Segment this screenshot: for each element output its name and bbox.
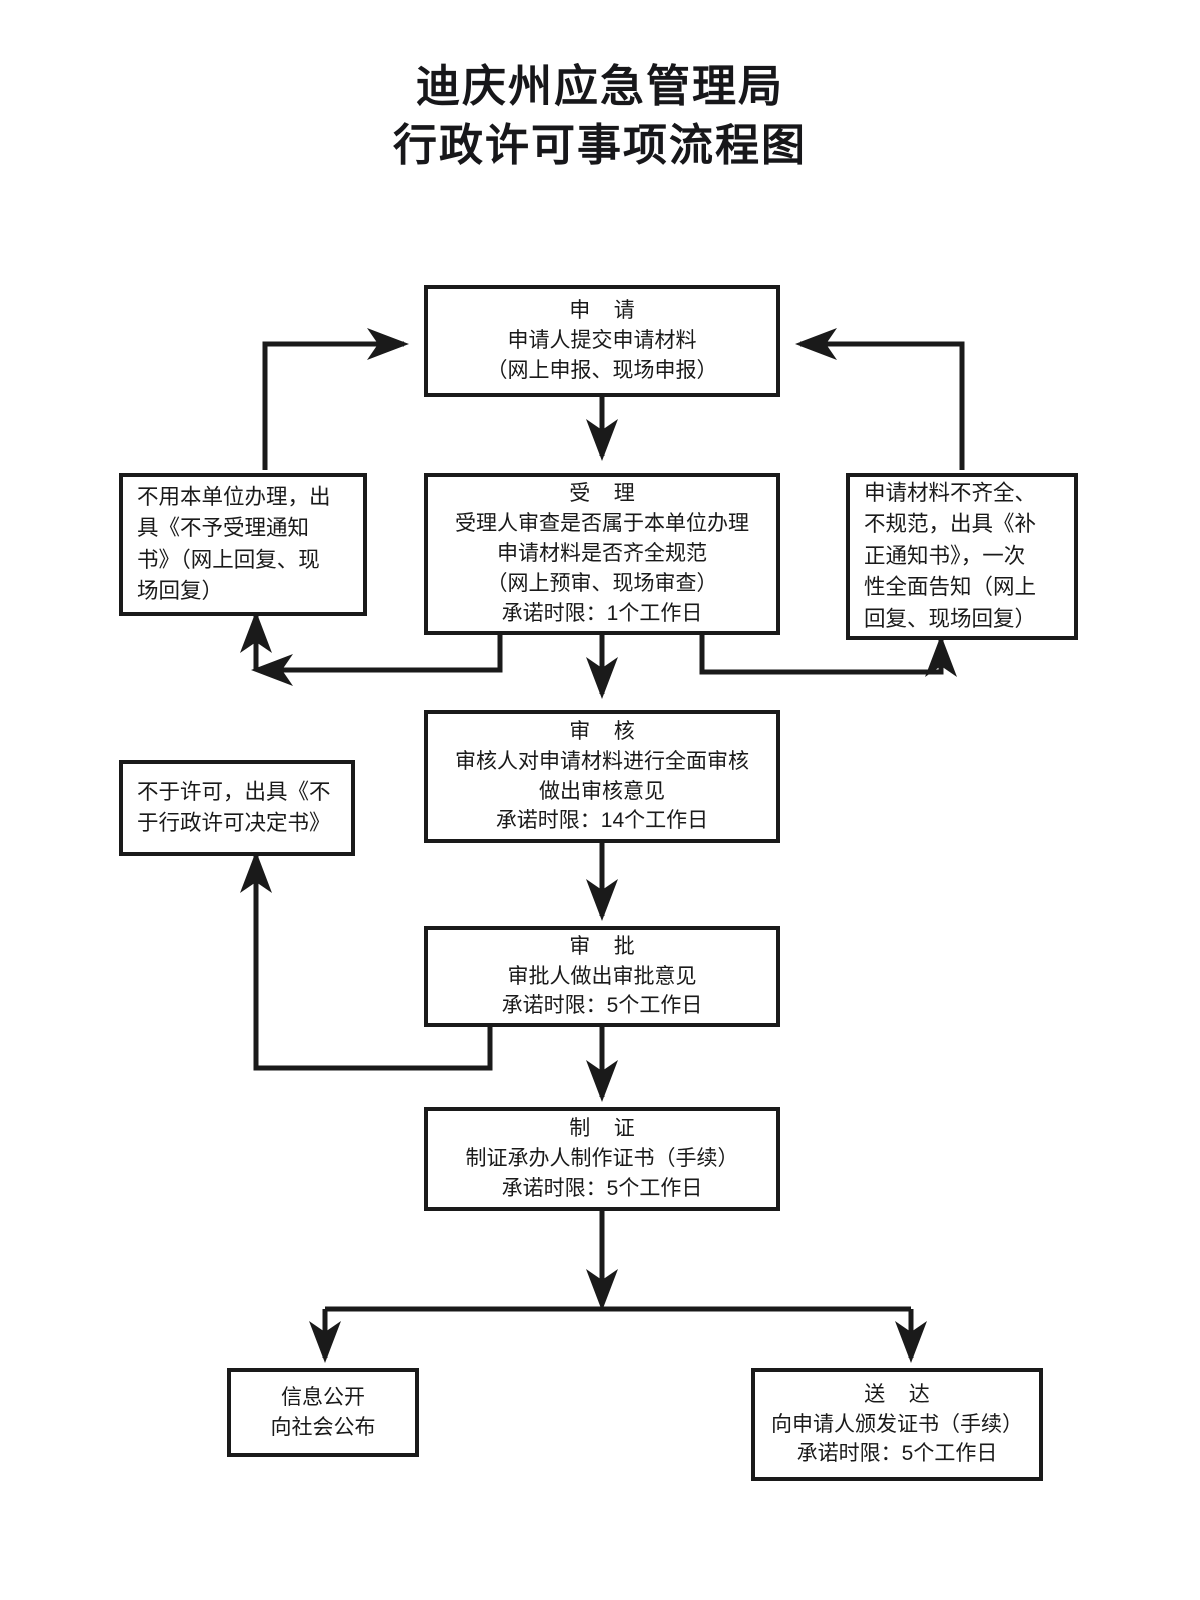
arrowhead-accept [586, 419, 618, 461]
arrowhead-deliver [895, 1321, 927, 1363]
node-certify-line-0: 制 证 [569, 1117, 644, 1141]
arrowhead-certify [586, 1060, 618, 1102]
node-deliver-line-1: 向申请人颁发证书（手续） [771, 1412, 1023, 1436]
node-publish-line-0: 信息公开 [281, 1385, 365, 1409]
node-supplement-line-0: 申请材料不齐全、 [864, 481, 1037, 506]
title-line-2: 行政许可事项流程图 [393, 119, 807, 171]
node-supplement-line-2: 正通知书》，一次 [864, 543, 1026, 568]
node-supplement[interactable]: 申请材料不齐全、 不规范，出具《补 正通知书》，一次 性全面告知（网上 回复、现… [846, 473, 1078, 640]
node-review[interactable]: 审 核 审核人对申请材料进行全面审核 做出审核意见 承诺时限：14个工作日 [424, 710, 780, 843]
arrowhead-apply-left [367, 328, 409, 360]
node-reject-unit-line-0: 不用本单位办理，出 [137, 484, 331, 509]
arrowhead-fork [586, 1269, 618, 1311]
arrowhead-notpermitted [240, 851, 272, 893]
arrowhead-accept-left [251, 654, 293, 686]
node-apply-line-2: （网上申报、现场申报） [486, 358, 718, 382]
node-not-permitted[interactable]: 不于许可，出具《不 于行政许可决定书》 [119, 760, 355, 856]
node-deliver[interactable]: 送 达 向申请人颁发证书（手续） 承诺时限：5个工作日 [751, 1368, 1043, 1481]
node-not-permitted-line-0: 不于许可，出具《不 [137, 779, 331, 804]
node-publish-line-1: 向社会公布 [270, 1415, 376, 1439]
node-apply-line-0: 申 请 [569, 299, 644, 323]
node-accept-line-3: （网上预审、现场审查） [486, 571, 718, 595]
arrowhead-rejectunit [240, 611, 272, 653]
page-title: 迪庆州应急管理局 行政许可事项流程图 [0, 58, 1200, 176]
edge-approve-notpermitted [253, 856, 493, 1071]
node-review-line-0: 审 核 [569, 719, 644, 743]
node-accept-line-2: 申请材料是否齐全规范 [497, 542, 707, 566]
node-review-line-1: 审核人对申请材料进行全面审核 [455, 749, 749, 773]
node-approve-line-0: 审 批 [569, 934, 644, 958]
arrowhead-supplement [925, 635, 957, 677]
arrowhead-review [586, 657, 618, 699]
node-reject-unit-line-2: 书》（网上回复、现 [137, 547, 320, 572]
node-deliver-line-2: 承诺时限：5个工作日 [796, 1442, 998, 1466]
node-reject-unit-line-1: 具《不予受理通知 [137, 516, 310, 541]
node-apply-line-1: 申请人提交申请材料 [507, 329, 697, 353]
node-apply[interactable]: 申 请 申请人提交申请材料 （网上申报、现场申报） [424, 285, 780, 397]
node-supplement-line-3: 性全面告知（网上 [864, 575, 1037, 600]
node-publish[interactable]: 信息公开 向社会公布 [227, 1368, 419, 1457]
title-line-1: 迪庆州应急管理局 [416, 61, 784, 112]
node-accept[interactable]: 受 理 受理人审查是否属于本单位办理 申请材料是否齐全规范 （网上预审、现场审查… [424, 473, 780, 635]
node-accept-line-0: 受 理 [569, 482, 644, 506]
arrowheads [240, 328, 957, 1363]
node-certify-line-2: 承诺时限：5个工作日 [501, 1176, 703, 1200]
node-approve-line-1: 审批人做出审批意见 [507, 964, 697, 988]
node-certify[interactable]: 制 证 制证承办人制作证书（手续） 承诺时限：5个工作日 [424, 1107, 780, 1211]
arrowhead-apply-right [795, 328, 837, 360]
node-approve-line-2: 承诺时限：5个工作日 [501, 994, 703, 1018]
edge-accept-rejectunit-h [262, 634, 503, 673]
arrowhead-approve [586, 879, 618, 921]
node-supplement-line-4: 回复、现场回复） [864, 606, 1037, 631]
node-reject-unit[interactable]: 不用本单位办理，出 具《不予受理通知 书》（网上回复、现 场回复） [119, 473, 367, 616]
edge-supplement-apply [800, 341, 965, 470]
node-review-line-3: 承诺时限：14个工作日 [495, 809, 709, 833]
node-not-permitted-line-1: 于行政许可决定书》 [137, 811, 331, 835]
edge-rejectunit-apply [262, 341, 404, 470]
node-review-line-2: 做出审核意见 [539, 779, 665, 803]
arrowhead-publish [309, 1321, 341, 1363]
node-reject-unit-line-3: 场回复） [137, 578, 224, 603]
node-deliver-line-0: 送 达 [864, 1382, 939, 1406]
node-certify-line-1: 制证承办人制作证书（手续） [465, 1147, 739, 1171]
node-approve[interactable]: 审 批 审批人做出审批意见 承诺时限：5个工作日 [424, 926, 780, 1027]
node-accept-line-4: 承诺时限：1个工作日 [501, 601, 703, 625]
node-supplement-line-1: 不规范，出具《补 [864, 512, 1037, 537]
node-accept-line-1: 受理人审查是否属于本单位办理 [455, 512, 749, 536]
